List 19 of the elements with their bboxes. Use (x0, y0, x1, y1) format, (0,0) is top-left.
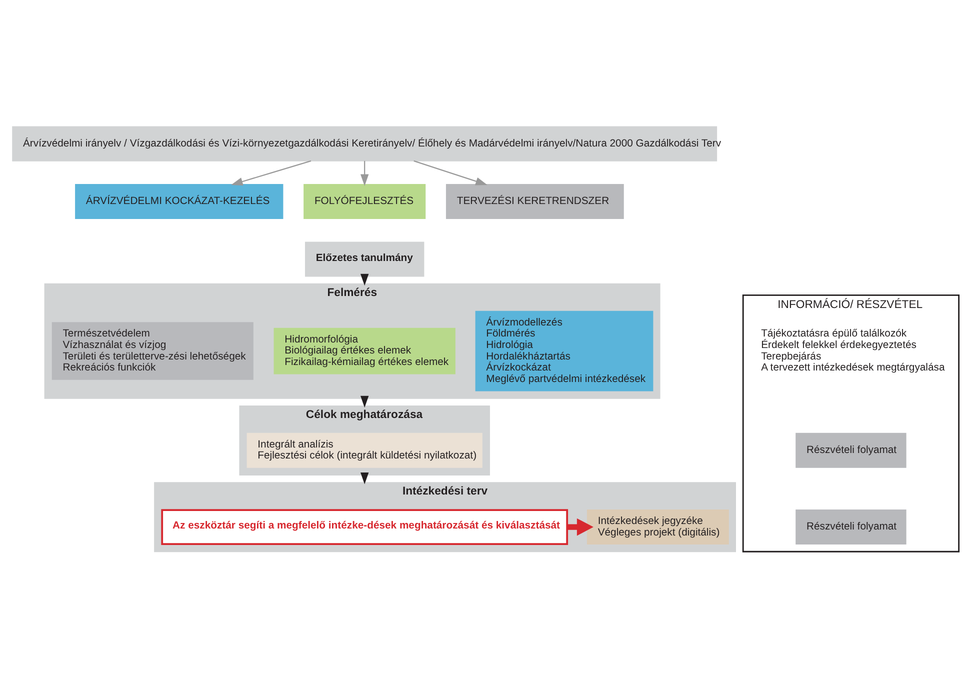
node-box: Árvízmodellezés Földmérés Hidrológia Hordalékháztartás Árvízkockázat Meglévő partvédelmi intézkedések (475, 310, 654, 392)
arrow (360, 396, 369, 408)
arrow (414, 160, 488, 186)
node-box: Az eszköztár segíti a megfelelő intézke-dések meghatározását és kiválasztását (161, 509, 568, 546)
arrow (360, 472, 369, 484)
arrow (360, 160, 369, 186)
arrow (567, 518, 594, 536)
node-box: Intézkedések jegyzéke Végleges projekt (digitális) (586, 510, 729, 545)
node-box: Természetvédelem Vízhasználat és vízjog Területi és területterve-zési lehetőségek Rekreációs funkciók (52, 322, 254, 380)
node-box: Részvételi folyamat (796, 432, 906, 468)
node-box: Hidromorfológia Biológiailag értékes elemek Fizikailag-kémiailag értékes elemek (274, 328, 456, 374)
node-box: TERVEZÉSI KERETRENDSZER (446, 184, 624, 220)
node-text: Tájékoztatásra épülő találkozók Érdekelt felekkel érdekegyeztetés Terepbejárás A tervezett intézkedések megtárgyalása (761, 328, 945, 374)
node-box: Integrált analízis Fejlesztési célok (integrált küldetési nyilatkozat) (246, 432, 482, 468)
node-box: ÁRVÍZVÉDELMI KOCKÁZAT-KEZELÉS (75, 184, 284, 220)
node-box: FOLYÓFEJLESZTÉS (304, 184, 426, 220)
node-box: Részvételi folyamat (796, 510, 906, 545)
arrow (360, 274, 369, 286)
arrow (231, 160, 312, 186)
